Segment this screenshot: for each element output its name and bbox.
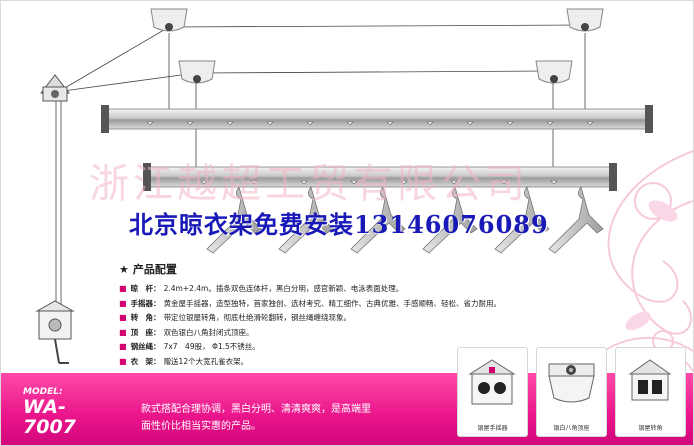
installation-phone-banner: 北京晾衣架免费安装13146076089 bbox=[129, 210, 549, 239]
feature-winder: ■ 手摇器： 黄金屋手摇器，造型独特，首家独创、选材考究、精工细作、古典优雅、手… bbox=[119, 297, 501, 312]
bullet-icon: ■ bbox=[119, 327, 127, 337]
feature-rail: ■ 晾 杆： 2.4m+2.4m。插条双色连体杆，黑白分明，感官新颖、电泳表面处… bbox=[119, 282, 459, 297]
model-label: MODEL: bbox=[23, 387, 63, 397]
crank-winder-icon bbox=[35, 300, 75, 364]
lower-rail bbox=[143, 163, 617, 191]
bullet-icon: ■ bbox=[119, 356, 127, 366]
bullet-icon: ■ bbox=[119, 313, 127, 322]
bullet-icon: ■ bbox=[119, 342, 127, 351]
thumbnail-mount: 银白八角顶座 bbox=[536, 347, 607, 437]
model-badge: MODEL: WA-7007 bbox=[23, 387, 105, 437]
star-icon: ★ bbox=[119, 263, 129, 276]
upper-rail bbox=[101, 105, 653, 133]
bullet-icon: ■ bbox=[119, 284, 127, 293]
model-number: WA-7007 bbox=[23, 396, 76, 438]
bullet-icon: ■ bbox=[119, 298, 127, 308]
company-watermark: 浙江越超工贸有限公司 bbox=[89, 161, 529, 207]
product-config-section: ★产品配置 ■ 晾 杆： 2.4m+2.4m。插条双色连体杆，黑白分明，感官新颖… bbox=[119, 261, 501, 370]
corner-pulley-icon bbox=[39, 74, 71, 102]
thumbnail-corner: 银屋转角 bbox=[615, 347, 686, 437]
thumbnail-winder: 银屋手摇器 bbox=[457, 347, 528, 437]
features-title: 产品配置 bbox=[132, 263, 177, 276]
feature-mount: ■ 顶 座： 双色银白八角封闭式顶座。 bbox=[119, 326, 459, 341]
product-slogan: 款式搭配合理协调，黑白分明、清清爽爽，是高端里 面性价比相当实惠的产品。 bbox=[141, 404, 371, 432]
ceiling-mount-icon bbox=[548, 363, 595, 403]
corner-pulley-icon bbox=[628, 359, 672, 401]
crank-winder-icon bbox=[468, 359, 516, 405]
feature-hanger: ■ 衣 架： 赠送12个大宽孔雀衣架。 bbox=[119, 355, 459, 370]
component-thumbnails: 银屋手摇器 银白八角顶座 银屋转角 bbox=[457, 347, 686, 437]
feature-cable: ■ 钢丝绳： 7x7 49股， Φ1.5不锈丝。 bbox=[119, 340, 459, 355]
ceiling-mount-icon bbox=[150, 8, 604, 84]
feature-corner: ■ 转 角： 带定位银屋转角，彻底杜绝滑轮翻转，钢丝绳缠绕现象。 bbox=[119, 311, 459, 326]
hangers bbox=[206, 186, 604, 254]
